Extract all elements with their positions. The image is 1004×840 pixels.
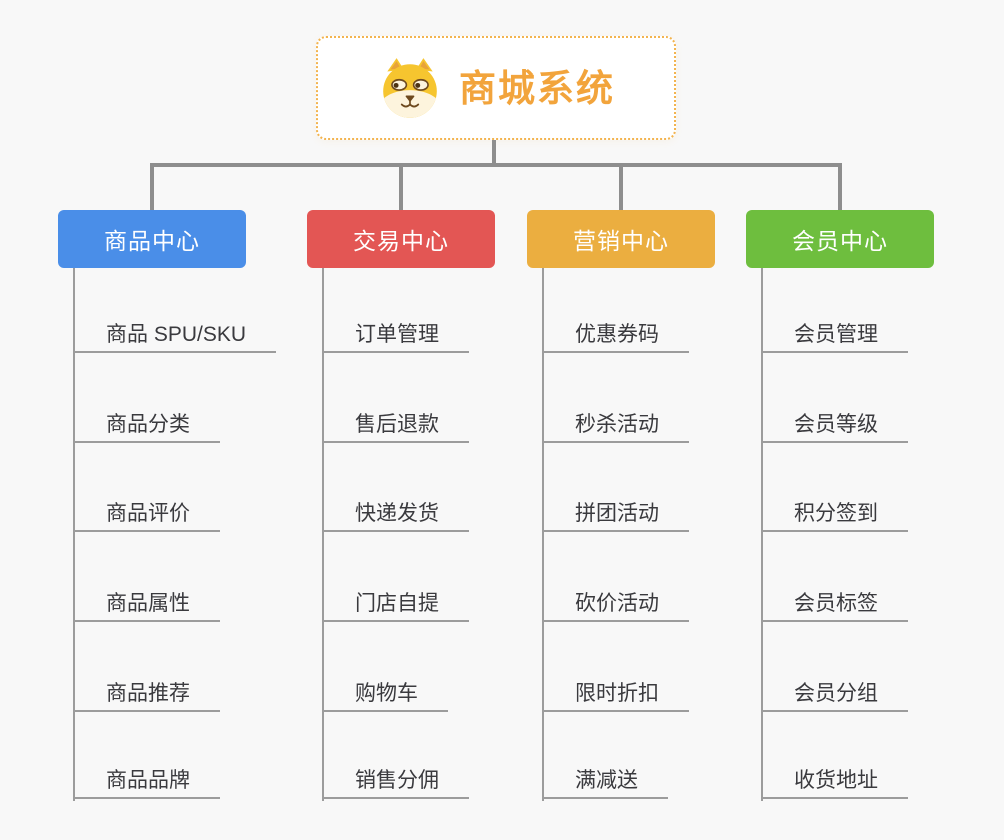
leaf-topic[interactable]: 商品品牌 [73,766,220,799]
leaf-topic[interactable]: 会员管理 [761,320,908,353]
branch-topic-label: 营销中心 [573,228,669,254]
leaf-topic[interactable]: 订单管理 [322,320,469,353]
branch-drop-line-2 [619,163,623,210]
root-topic[interactable]: 商城系统 [316,36,676,140]
branch-topic-2[interactable]: 交易中心 [307,210,495,268]
leaf-topic[interactable]: 限时折扣 [542,679,689,712]
leaf-topic[interactable]: 秒杀活动 [542,410,689,443]
branch-drop-line-1 [399,163,403,210]
branch-spine-line-1 [73,268,75,801]
branch-topic-3[interactable]: 营销中心 [527,210,715,268]
branch-topic-label: 商品中心 [104,228,200,254]
leaf-topic[interactable]: 拼团活动 [542,499,689,532]
leaf-topic[interactable]: 商品 SPU/SKU [73,320,277,353]
leaf-topic[interactable]: 商品属性 [73,589,220,622]
branch-rail-line [150,163,842,167]
leaf-topic[interactable]: 会员分组 [761,679,908,712]
leaf-topic[interactable]: 销售分佣 [322,766,469,799]
branch-drop-line-3 [838,163,842,210]
leaf-topic[interactable]: 收货地址 [761,766,908,799]
branch-spine-line-4 [761,268,763,801]
branch-topic-4[interactable]: 会员中心 [746,210,934,268]
leaf-topic[interactable]: 商品推荐 [73,679,220,712]
branch-spine-line-2 [322,268,324,801]
branch-topic-label: 会员中心 [792,228,888,254]
leaf-topic[interactable]: 门店自提 [322,589,469,622]
leaf-topic[interactable]: 会员等级 [761,410,908,443]
branch-spine-line-3 [542,268,544,801]
root-topic-label: 商城系统 [459,67,615,109]
leaf-topic[interactable]: 商品评价 [73,499,220,532]
leaf-topic[interactable]: 快递发货 [322,499,469,532]
root-stem-line [492,140,496,167]
branch-drop-line-0 [150,163,154,210]
shiba-dog-icon [383,58,437,118]
branch-topic-label: 交易中心 [353,228,449,254]
leaf-topic[interactable]: 购物车 [322,679,448,712]
leaf-topic[interactable]: 会员标签 [761,589,908,622]
leaf-topic[interactable]: 积分签到 [761,499,908,532]
leaf-topic[interactable]: 满减送 [542,766,668,799]
branch-topic-1[interactable]: 商品中心 [58,210,246,268]
leaf-topic[interactable]: 售后退款 [322,410,469,443]
leaf-topic[interactable]: 砍价活动 [542,589,689,622]
leaf-topic[interactable]: 优惠券码 [542,320,689,353]
leaf-topic[interactable]: 商品分类 [73,410,220,443]
